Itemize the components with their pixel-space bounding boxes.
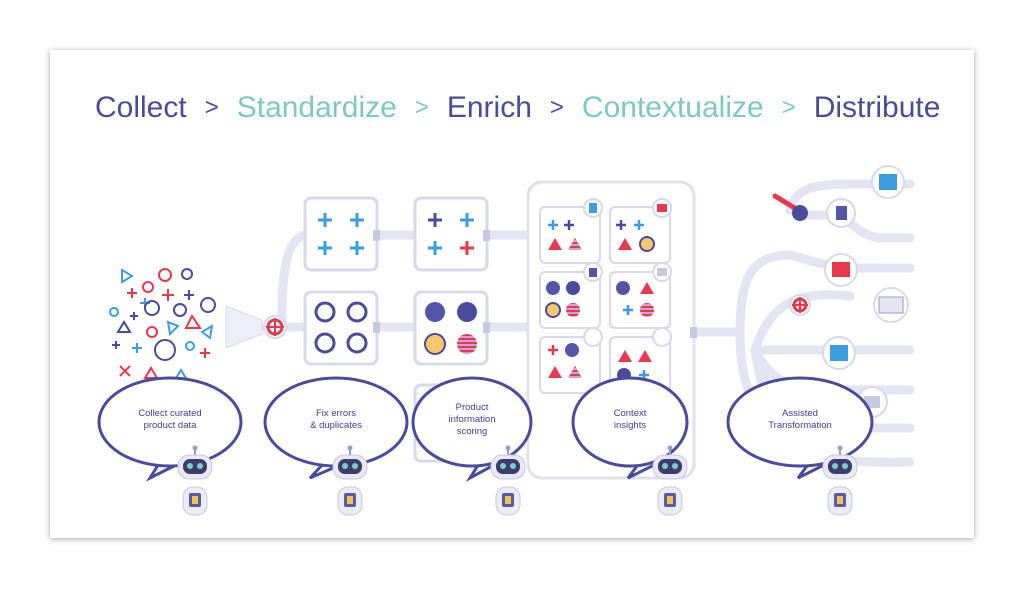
bubble-line: scoring (456, 426, 488, 437)
contextualize-panel (526, 180, 697, 480)
distribution-channels (822, 165, 909, 418)
step-separator: > (414, 94, 429, 121)
bag-icon (832, 262, 850, 277)
magazine-icon (879, 174, 897, 190)
step-enrich: Enrich (446, 91, 532, 124)
bubble-line: Transformation (768, 420, 832, 431)
step-separator: > (204, 94, 219, 121)
bubble-line: & duplicates (310, 420, 362, 431)
step-separator: > (549, 94, 564, 121)
bubble-line: Product (455, 402, 489, 413)
standardize-column (303, 196, 380, 366)
bubble-line: Collect curated (138, 408, 202, 419)
lever-icon (772, 193, 808, 221)
step-collect: Collect (95, 91, 187, 124)
bubble-collect: Collect curated product data (110, 408, 230, 432)
bubble-standardize: Fix errors & duplicates (276, 408, 396, 432)
funnel-icon (225, 305, 263, 349)
magazine-icon (830, 345, 848, 361)
speech-bubbles (97, 376, 874, 483)
step-separator: > (781, 94, 796, 121)
bubble-line: information (448, 414, 496, 425)
step-standardize: Standardize (236, 91, 397, 124)
store-icon (878, 296, 904, 314)
bubble-line: Assisted (782, 408, 818, 419)
bubble-enrich: Product information scoring (422, 402, 522, 438)
bubble-line: insights (613, 420, 647, 431)
bubble-line: Fix errors (315, 408, 357, 419)
pipeline-diagram (97, 165, 915, 516)
document-icon (836, 206, 847, 220)
bubble-line: product data (143, 420, 197, 431)
process-title: Collect > Standardize > Enrich > Context… (95, 88, 940, 128)
step-contextualize: Contextualize (581, 91, 764, 124)
raw-data-shapes (109, 268, 216, 381)
valve-icon (263, 315, 287, 339)
bubble-line: Context (613, 408, 647, 419)
bubble-distribute: Assisted Transformation (740, 408, 860, 432)
step-distribute: Distribute (813, 91, 941, 124)
diagram-card: Collect > Standardize > Enrich > Context… (50, 50, 974, 538)
bubble-contextualize: Context insights (580, 408, 680, 432)
valve-icon (789, 294, 811, 316)
